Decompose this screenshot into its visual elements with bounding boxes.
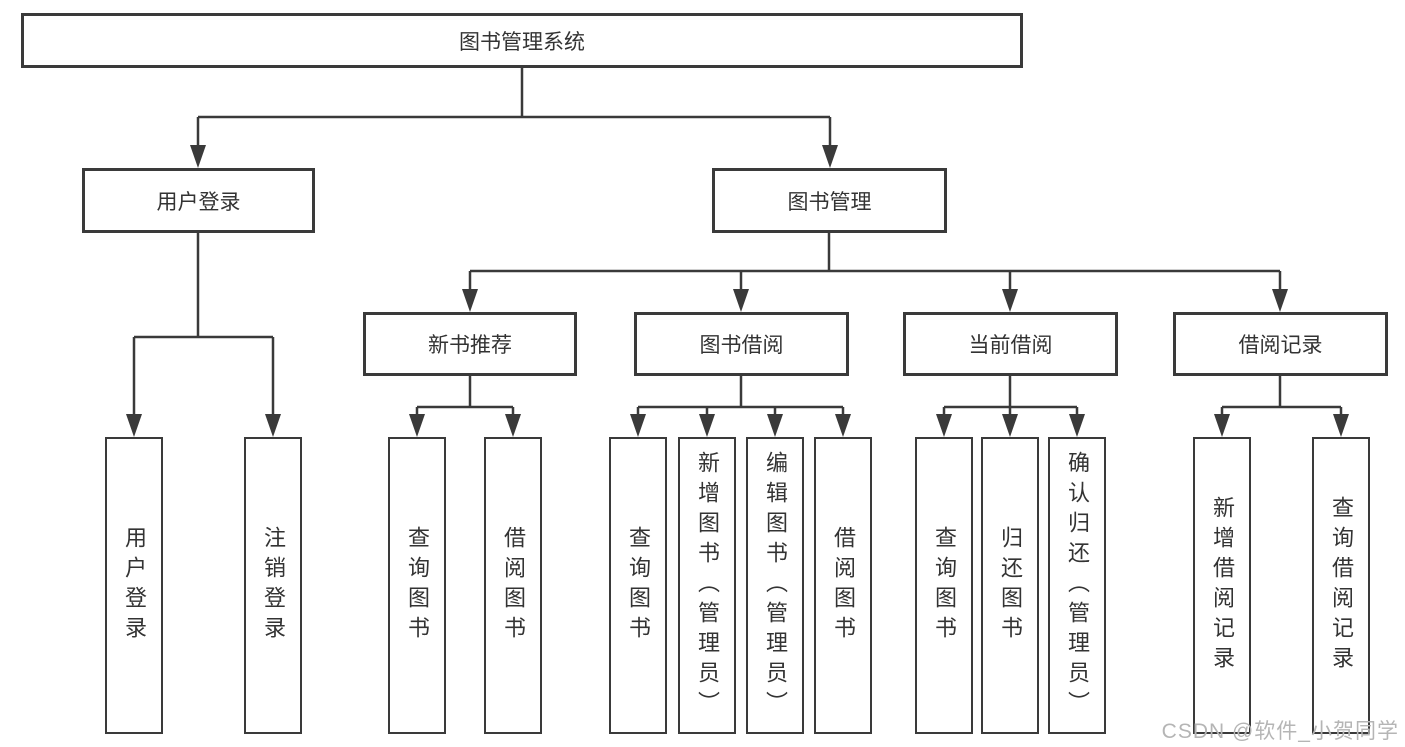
node-cb-confirm: 确认归还（管理员） — [1048, 437, 1106, 734]
connector-current-borrow — [942, 376, 1079, 416]
arrow-down-icon — [190, 145, 206, 168]
node-book-mgmt: 图书管理 — [712, 168, 947, 233]
arrowheads — [126, 145, 1349, 437]
arrow-down-icon — [936, 414, 952, 437]
arrow-down-icon — [733, 289, 749, 312]
arrow-down-icon — [1002, 414, 1018, 437]
node-cb-query-label: 查询图书 — [932, 525, 957, 646]
arrow-down-icon — [1069, 414, 1085, 437]
node-cb-return-label: 归还图书 — [998, 525, 1023, 646]
arrow-down-icon — [699, 414, 715, 437]
arrow-down-icon — [265, 414, 281, 437]
node-cb-return: 归还图书 — [981, 437, 1039, 734]
node-br-add: 新增借阅记录 — [1193, 437, 1251, 734]
connector-new-book-rec — [415, 376, 515, 416]
node-nb-borrow: 借阅图书 — [484, 437, 542, 734]
node-nb-query-label: 查询图书 — [405, 525, 430, 646]
node-current-borrow: 当前借阅 — [903, 312, 1118, 376]
node-new-book-rec: 新书推荐 — [363, 312, 577, 376]
node-ul-login: 用户登录 — [105, 437, 163, 734]
arrow-down-icon — [1333, 414, 1349, 437]
arrow-down-icon — [1214, 414, 1230, 437]
node-bb-add: 新增图书（管理员） — [678, 437, 736, 734]
node-bb-add-label: 新增图书（管理员） — [695, 450, 720, 721]
node-root-label: 图书管理系统 — [459, 30, 585, 54]
connector-user-login — [132, 233, 275, 416]
arrow-down-icon — [1002, 289, 1018, 312]
arrow-down-icon — [835, 414, 851, 437]
connector-book-mgmt — [468, 233, 1282, 291]
node-br-query-label: 查询借阅记录 — [1329, 495, 1354, 676]
csdn-watermark: CSDN @软件_小贺同学 — [1161, 720, 1399, 743]
arrow-down-icon — [126, 414, 142, 437]
node-ul-logout-label: 注销登录 — [261, 525, 286, 646]
node-nb-query: 查询图书 — [388, 437, 446, 734]
node-br-query: 查询借阅记录 — [1312, 437, 1370, 734]
node-ul-logout: 注销登录 — [244, 437, 302, 734]
node-borrow-records: 借阅记录 — [1173, 312, 1388, 376]
connector-borrow-records — [1220, 376, 1343, 416]
arrow-down-icon — [630, 414, 646, 437]
arrow-down-icon — [822, 145, 838, 168]
node-br-add-label: 新增借阅记录 — [1210, 495, 1235, 676]
node-ul-login-label: 用户登录 — [122, 525, 147, 646]
node-user-login-label: 用户登录 — [156, 190, 241, 214]
node-current-borrow-label: 当前借阅 — [968, 334, 1053, 357]
node-book-mgmt-label: 图书管理 — [787, 190, 872, 214]
node-bb-borrow-label: 借阅图书 — [831, 525, 856, 646]
arrow-down-icon — [462, 289, 478, 312]
node-cb-query: 查询图书 — [915, 437, 973, 734]
node-bb-query-label: 查询图书 — [626, 525, 651, 646]
node-nb-borrow-label: 借阅图书 — [501, 525, 526, 646]
arrow-down-icon — [409, 414, 425, 437]
node-root: 图书管理系统 — [21, 13, 1023, 68]
node-borrow-records-label: 借阅记录 — [1238, 334, 1323, 357]
node-user-login: 用户登录 — [82, 168, 315, 233]
connector-root — [196, 68, 832, 148]
node-cb-confirm-label: 确认归还（管理员） — [1065, 450, 1090, 721]
node-bb-borrow: 借阅图书 — [814, 437, 872, 734]
node-book-borrow: 图书借阅 — [634, 312, 849, 376]
arrow-down-icon — [505, 414, 521, 437]
arrow-down-icon — [1272, 289, 1288, 312]
node-bb-query: 查询图书 — [609, 437, 667, 734]
node-bb-edit: 编辑图书（管理员） — [746, 437, 804, 734]
connector-book-borrow — [636, 376, 845, 416]
node-book-borrow-label: 图书借阅 — [699, 334, 784, 357]
node-bb-edit-label: 编辑图书（管理员） — [763, 450, 788, 721]
node-new-book-rec-label: 新书推荐 — [428, 334, 512, 357]
arrow-down-icon — [767, 414, 783, 437]
